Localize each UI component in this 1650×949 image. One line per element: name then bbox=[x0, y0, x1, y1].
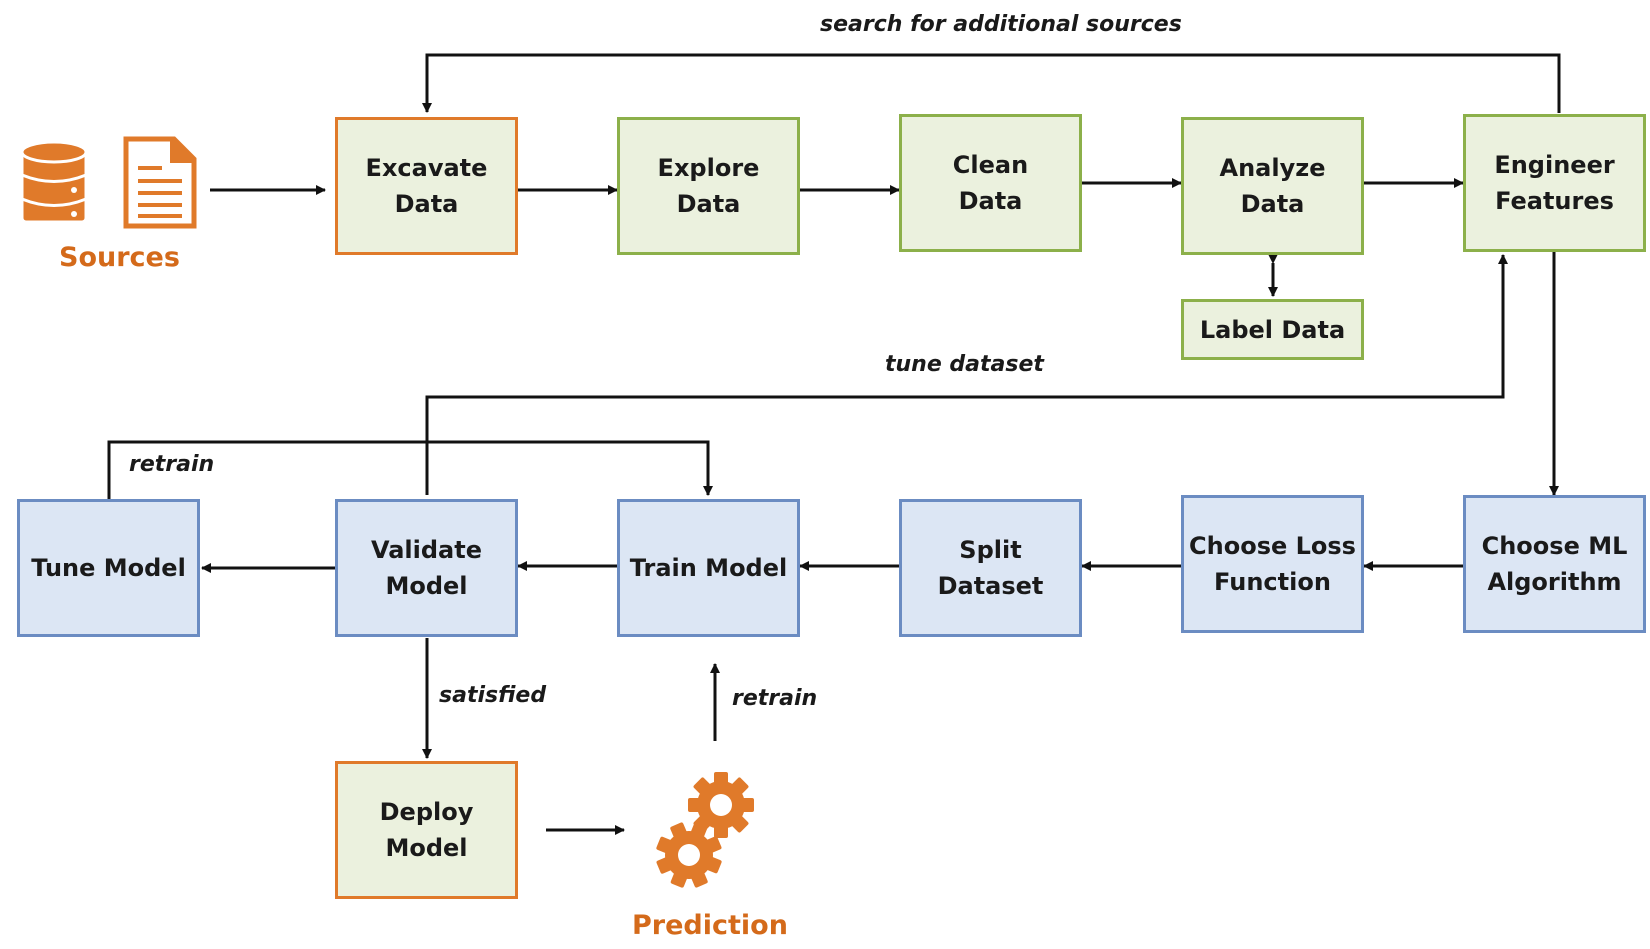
node-split-dataset: Split Dataset bbox=[899, 499, 1082, 637]
node-split-dataset-label: Split Dataset bbox=[937, 536, 1044, 600]
node-explore-data-label: Explore Data bbox=[657, 154, 760, 218]
arrow-tune-dataset-loop bbox=[425, 254, 1508, 495]
node-validate-model-label: Validate Model bbox=[370, 536, 483, 600]
prediction-label: Prediction bbox=[632, 910, 788, 941]
node-tune-model: Tune Model bbox=[17, 499, 200, 637]
edge-label-retrain-top: retrain bbox=[129, 452, 215, 477]
sources-label: Sources bbox=[59, 242, 180, 273]
gears-icon bbox=[656, 772, 754, 888]
node-validate-model: Validate Model bbox=[335, 499, 518, 637]
edge-label-tune-dataset: tune dataset bbox=[885, 352, 1044, 377]
node-analyze-data: Analyze Data bbox=[1181, 117, 1364, 255]
edge-label-retrain-bottom: retrain bbox=[732, 686, 818, 711]
database-icon bbox=[20, 140, 88, 224]
node-train-model: Train Model bbox=[617, 499, 800, 637]
node-excavate-data: Excavate Data bbox=[335, 117, 518, 255]
node-engineer-features-label: Engineer Features bbox=[1494, 151, 1615, 215]
node-choose-ml-algorithm-label: Choose ML Algorithm bbox=[1481, 532, 1628, 596]
arrow-retrain-loop-top bbox=[107, 440, 713, 499]
node-clean-data-label: Clean Data bbox=[952, 151, 1029, 215]
node-choose-ml-algorithm: Choose ML Algorithm bbox=[1463, 495, 1646, 633]
node-label-data: Label Data bbox=[1181, 299, 1364, 360]
edge-label-satisfied: satisfied bbox=[439, 683, 547, 708]
node-deploy-model-label: Deploy Model bbox=[379, 798, 474, 862]
node-label-data-label: Label Data bbox=[1199, 315, 1346, 344]
node-clean-data: Clean Data bbox=[899, 114, 1082, 252]
node-choose-loss-function: Choose Loss Function bbox=[1181, 495, 1364, 633]
node-deploy-model: Deploy Model bbox=[335, 761, 518, 899]
arrow-search-loop bbox=[422, 53, 1561, 113]
document-icon bbox=[123, 136, 197, 229]
node-engineer-features: Engineer Features bbox=[1463, 114, 1646, 252]
node-train-model-label: Train Model bbox=[629, 554, 788, 582]
node-excavate-data-label: Excavate Data bbox=[365, 154, 488, 218]
node-tune-model-label: Tune Model bbox=[31, 554, 186, 582]
node-explore-data: Explore Data bbox=[617, 117, 800, 255]
node-choose-loss-function-label: Choose Loss Function bbox=[1189, 532, 1356, 596]
edge-label-search: search for additional sources bbox=[820, 12, 1182, 37]
node-analyze-data-label: Analyze Data bbox=[1219, 154, 1326, 218]
